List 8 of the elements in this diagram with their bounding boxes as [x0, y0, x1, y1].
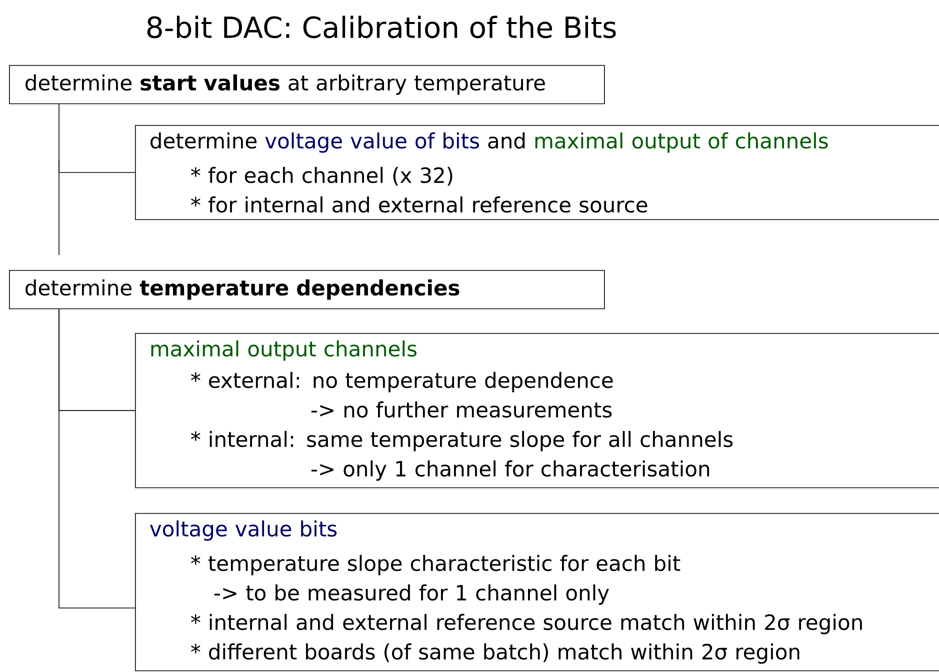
connector-line: [58, 308, 136, 608]
step-box: determine start values at arbitrary temperature: [9, 65, 605, 104]
detail-box: maximal output channels * external: no temperature dependence -> no further measurements * internal: same temperature slope for all channels -> only 1 channel for characterisation: [135, 333, 939, 488]
connector-line: [58, 104, 136, 173]
detail-box: voltage value bits * temperature slope characteristic for each bit -> to be measured for 1 channel only * internal and external reference source match within 2σ region * different boards (of same batch) match within 2σ region: [135, 513, 939, 672]
step-box: determine temperature dependencies: [9, 270, 605, 310]
title: 8-bit DAC: Calibration of the Bits: [147, 16, 616, 38]
detail-box: determine voltage value of bits and maximal output of channels * for each channel (x 32) * for internal and external reference source: [135, 125, 939, 220]
